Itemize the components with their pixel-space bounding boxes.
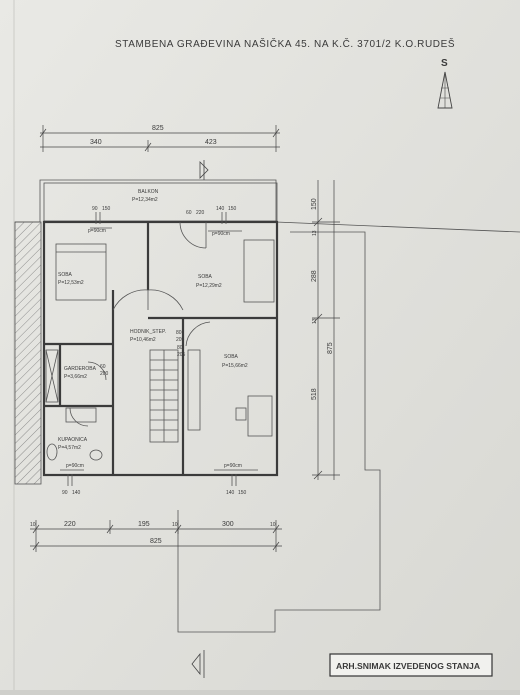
stamp-label: ARH.SNIMAK IZVEDENOG STANJA — [336, 661, 480, 671]
garderoba-door-swing — [87, 361, 107, 381]
soba2-area: P=12,29m2 — [196, 283, 222, 289]
lower-terrace-outline — [177, 231, 381, 633]
dim-bottom-w1: 10 — [30, 522, 36, 528]
soba3-name: SOBA — [224, 354, 239, 360]
hodnik-name: HODNIK_STEP. — [130, 329, 166, 335]
w-bot1-width: 90 — [62, 490, 68, 496]
d3-width: 80 — [177, 345, 183, 351]
bath-opening: p=90cm — [66, 463, 84, 469]
desk-soba3 — [247, 395, 273, 437]
d1-height: 220 — [196, 210, 205, 216]
soba2-name: SOBA — [198, 274, 213, 280]
dim-right-a: 150 — [311, 198, 318, 210]
bath-door-swing — [69, 407, 89, 427]
w-top1-height: 150 — [102, 206, 111, 212]
dim-top-left: 340 — [90, 139, 102, 146]
d4-height: 200 — [100, 371, 109, 377]
dim-top-total: 825 — [152, 125, 164, 132]
north-arrow-icon: S — [437, 58, 453, 109]
staircase — [149, 349, 179, 443]
building-outline — [42, 220, 279, 477]
kupaonica-area: P=4,57m2 — [58, 445, 81, 451]
d1-width: 60 — [186, 210, 192, 216]
dim-bottom-a: 220 — [64, 521, 76, 528]
window-tags-bottom: 90 140 140 150 — [62, 474, 247, 496]
w-bot2-height: 150 — [238, 490, 247, 496]
w-top2-height: 150 — [228, 206, 237, 212]
wardrobe-soba3 — [187, 349, 201, 431]
d2-width: 80 — [176, 330, 182, 336]
chair-soba3 — [235, 407, 247, 421]
dim-right-w1: 13 — [312, 230, 318, 236]
kupaonica-name: KUPAONICA — [58, 437, 88, 443]
bed-soba1 — [55, 243, 107, 301]
window-tags-top: 90 150 140 150 — [92, 206, 237, 224]
dim-bottom-total: 825 — [150, 538, 162, 545]
soba1-name: SOBA — [58, 272, 73, 278]
soba3-door-swing — [185, 321, 211, 347]
d4-width: 60 — [100, 364, 106, 370]
d3-height: 205 — [177, 352, 186, 358]
soba1-area: P=12,53m2 — [58, 280, 84, 286]
dim-bottom-c: 300 — [222, 521, 234, 528]
soba3-area: P=15,66m2 — [222, 363, 248, 369]
soba2-opening: p=90cm — [212, 231, 230, 237]
garderoba-area: P=3,66m2 — [64, 374, 87, 380]
hatched-wall — [14, 221, 42, 485]
sink-icon — [89, 449, 103, 461]
balcony-door-swing — [179, 221, 207, 249]
w-bot1-height: 140 — [72, 490, 81, 496]
wc-icon — [46, 443, 58, 461]
garderoba-shelves — [45, 349, 59, 403]
title-stamp: ARH.SNIMAK IZVEDENOG STANJA — [329, 653, 493, 677]
balkon-area: P=12,34m2 — [132, 197, 158, 203]
section-marker-top-icon — [199, 160, 209, 180]
dim-bottom-w3: 10 — [270, 522, 276, 528]
dim-right-b: 288 — [311, 270, 318, 282]
section-marker-bottom-icon — [191, 650, 205, 678]
dim-top-right: 423 — [205, 139, 217, 146]
balkon-name: BALKON — [138, 189, 159, 195]
bottom-dimensions: 220 195 300 10 10 10 825 — [30, 520, 282, 552]
top-dimensions: 825 340 423 — [39, 125, 280, 152]
dim-bottom-b: 195 — [138, 521, 150, 528]
bath-fixture — [65, 407, 97, 423]
soba1-opening: p=90cm — [88, 228, 106, 234]
dim-right-total: 875 — [327, 342, 334, 354]
d2-height: 205 — [176, 337, 185, 343]
hodnik-area: P=10,46m2 — [130, 337, 156, 343]
garderoba-name: GARDEROBA — [64, 366, 97, 372]
dim-right-c: 518 — [311, 388, 318, 400]
w-top1-width: 90 — [92, 206, 98, 212]
w-bot2-width: 140 — [226, 490, 235, 496]
dim-right-w2: 13 — [312, 318, 318, 324]
right-dimensions: 150 288 518 875 13 13 — [311, 180, 340, 480]
w-top2-width: 140 — [216, 206, 225, 212]
dim-bottom-w2: 10 — [172, 522, 178, 528]
soba3-opening: p=90cm — [224, 463, 242, 469]
north-letter: S — [441, 58, 448, 69]
interior-walls — [44, 222, 277, 475]
header-title: STAMBENA GRAĐEVINA NAŠIČKA 45. NA K.Č. 3… — [115, 37, 455, 50]
bed-soba2 — [243, 239, 275, 303]
